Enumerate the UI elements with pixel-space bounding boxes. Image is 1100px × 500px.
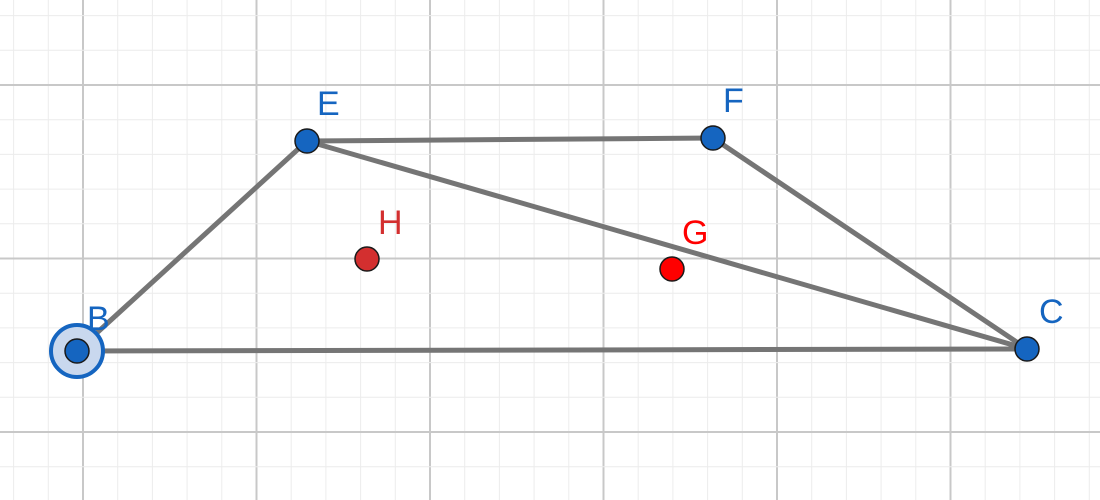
point-B[interactable]: B (49, 300, 110, 379)
segment-BC[interactable] (74, 346, 1030, 354)
point-F[interactable]: F (700, 82, 744, 151)
point-C-label: C (1039, 293, 1064, 331)
point-B-dot[interactable] (64, 338, 90, 364)
segment-EC[interactable] (304, 138, 1030, 352)
segments (74, 135, 1030, 354)
point-F-dot[interactable] (700, 125, 726, 151)
point-H-label: H (378, 204, 403, 242)
point-C-dot[interactable] (1014, 336, 1040, 362)
point-H-dot[interactable] (354, 246, 380, 272)
point-E-label: E (317, 85, 340, 123)
point-H[interactable]: H (354, 204, 403, 272)
point-B-label: B (87, 300, 110, 338)
segment-BE[interactable] (74, 138, 310, 354)
point-C[interactable]: C (1014, 293, 1064, 362)
point-G-label: G (682, 214, 708, 252)
point-E[interactable]: E (294, 85, 340, 154)
point-F-label: F (723, 82, 744, 120)
segment-EF[interactable] (304, 135, 716, 144)
segment-FC[interactable] (710, 135, 1030, 352)
point-G[interactable]: G (659, 214, 708, 282)
point-E-dot[interactable] (294, 128, 320, 154)
point-G-dot[interactable] (659, 256, 685, 282)
